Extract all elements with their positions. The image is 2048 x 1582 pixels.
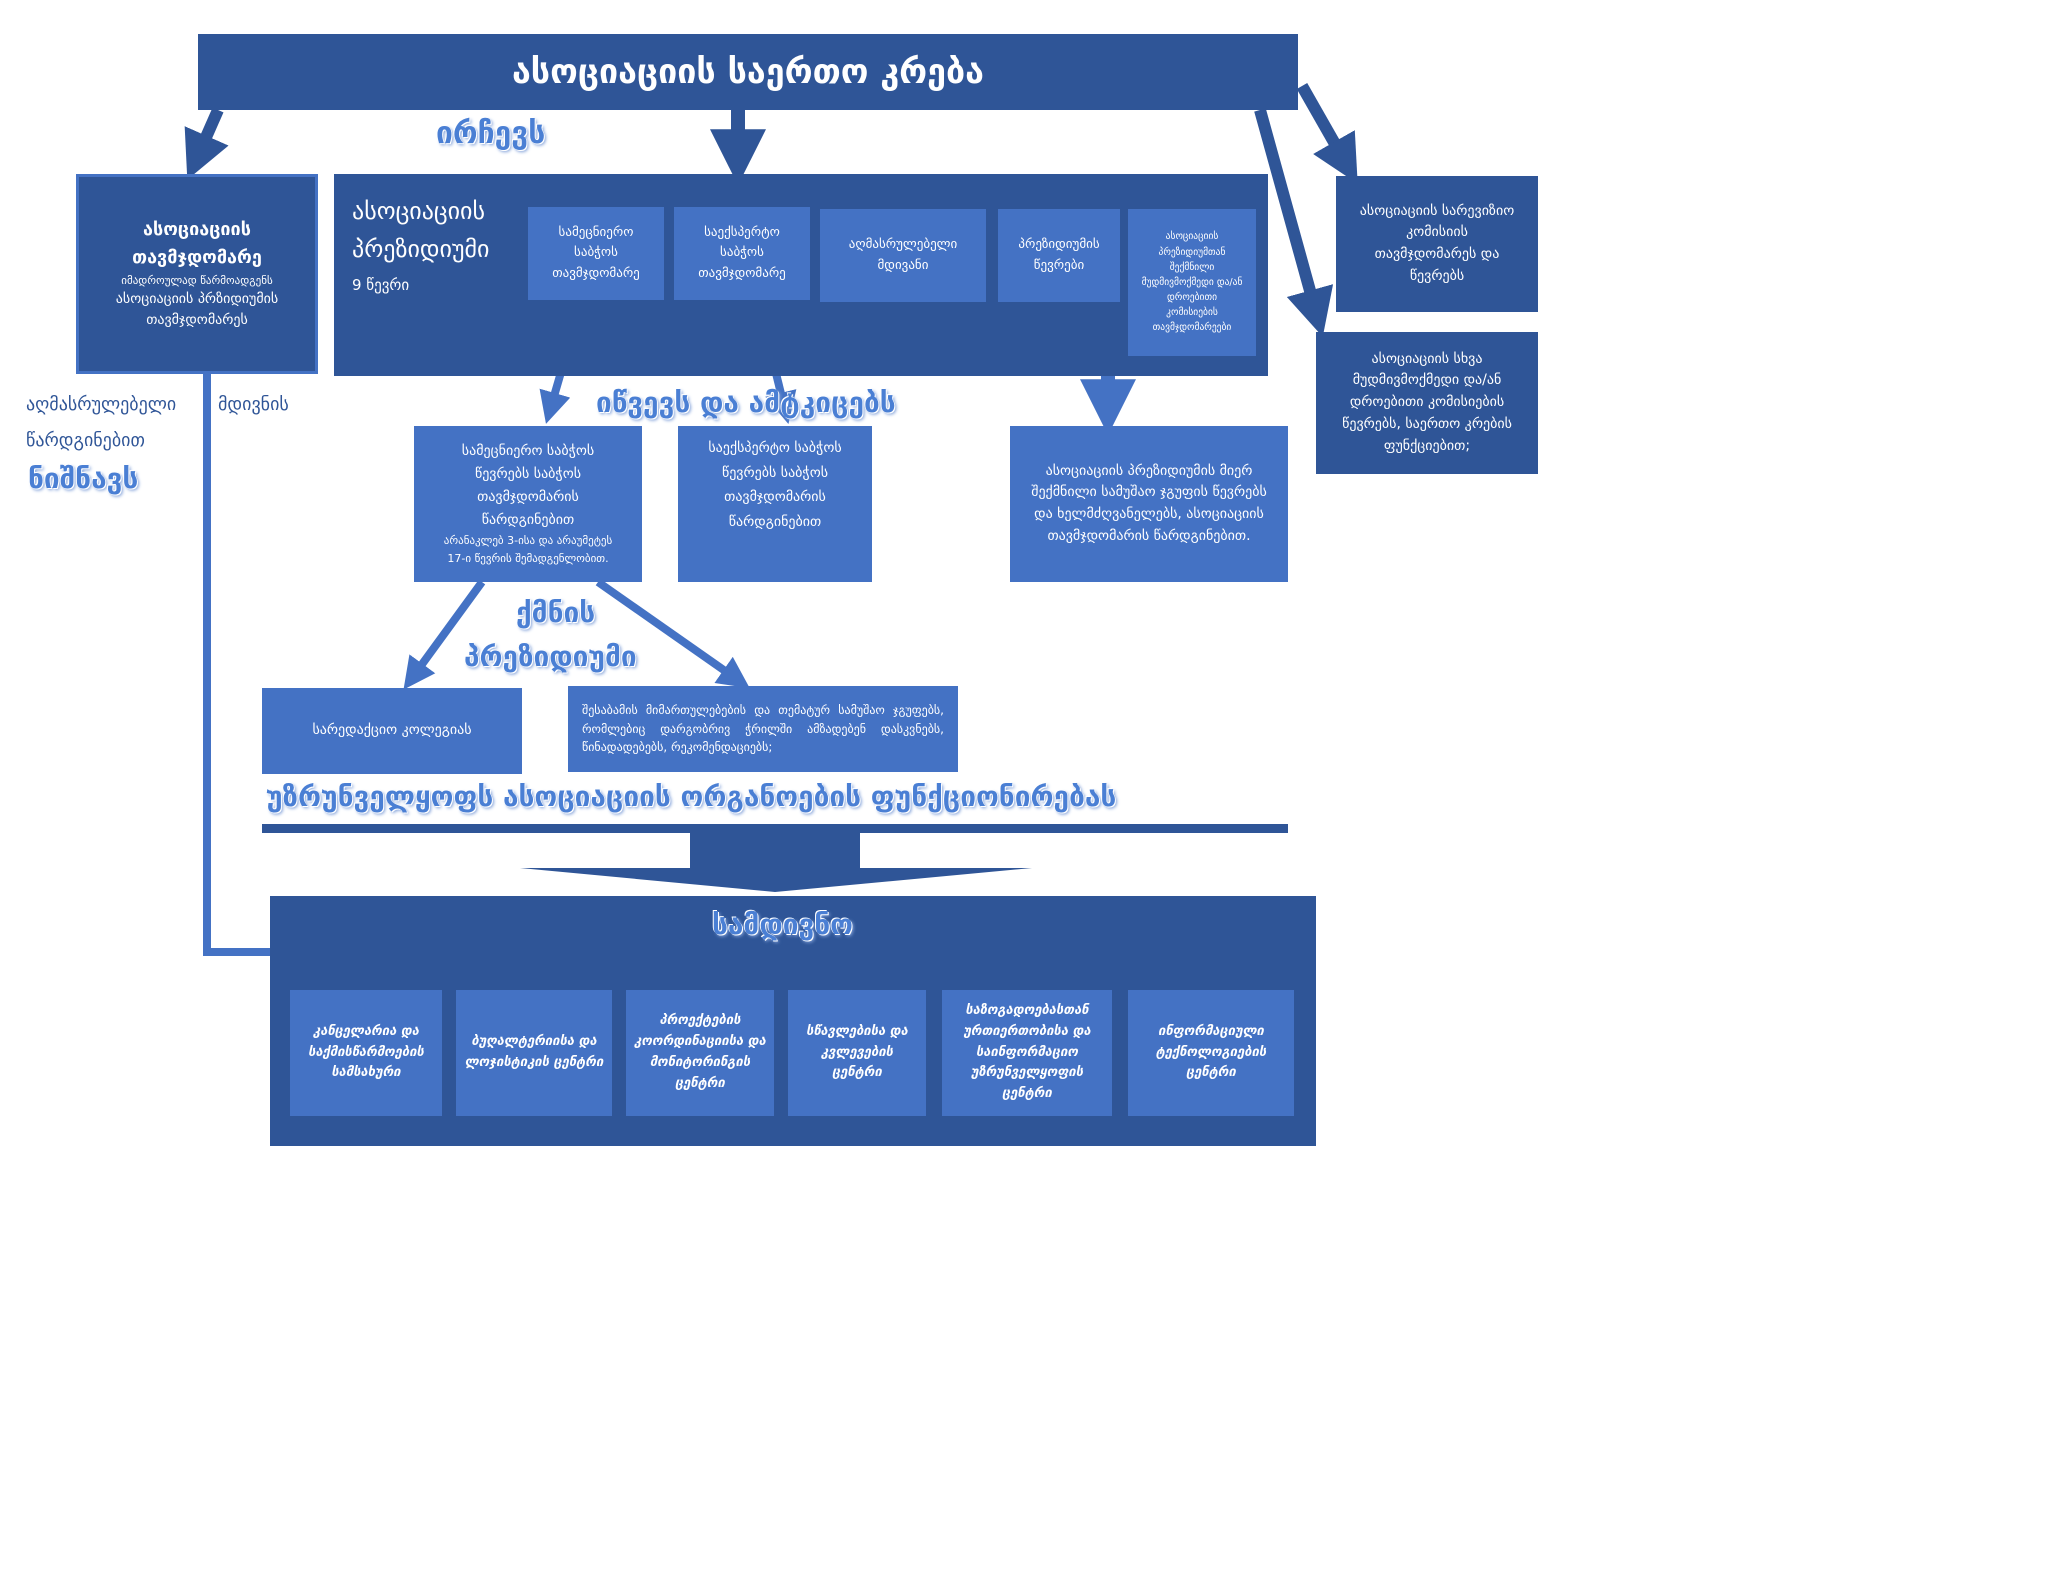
presidium-title-line1: ასოციაციის [352,197,486,225]
thematic-groups-box: შესაბამის მიმართულებების და თემატურ სამუ… [568,686,958,772]
scientific-line2: წევრებს საბჭოს [474,465,582,482]
secretariat-title: სამდივნო [712,908,853,941]
appoint-note-part2: მდივნის [218,394,289,415]
appoint-note-part1: აღმასრულებელი [26,394,177,415]
chairman-box: ასოციაციის თავმჯდომარე იმადროულად წარმოა… [76,174,318,374]
presidium-title: ასოციაციის პრეზიდიუმი 9 წევრი [352,192,489,297]
elects-label: ირჩევს [436,116,546,151]
chairman-title-line2: თავმჯდომარე [132,246,262,268]
ensures-label: უზრუნველყოფს ასოციაციის ორგანოების ფუნქც… [266,780,1117,813]
other-commissions-box: ასოციაციის სხვა მუდმივმოქმედი და/ან დროე… [1316,332,1538,474]
chairman-title-line1: ასოციაციის [143,218,251,240]
scientific-note2: 17-ი წევრის შემადგენლობით. [447,552,609,566]
appoint-note-part3: წარდგინებით [26,430,145,451]
scientific-council-box: სამეცნიერო საბჭოს წევრებს საბჭოს თავმჯდო… [414,426,642,582]
general-assembly-title: ასოციაციის საერთო კრება [511,51,984,92]
presidium-cell-commission-chairs: ასოციაციის პრეზიდიუმთან შექმნილი მუდმივმ… [1128,209,1256,356]
arrow-to-thematic [595,578,750,689]
presidium-members: 9 წევრი [352,275,410,294]
presidium-cell-scientific-chair: სამეცნიერო საბჭოს თავმჯდომარე [528,207,664,300]
ensures-bar [262,824,1288,833]
secretariat-unit-it: ინფორმაციული ტექნოლოგიების ცენტრი [1128,990,1294,1116]
arrow-to-editorial [403,579,486,690]
chairman-desc-line2: ასოციაციის პრზიდიუმის [115,290,279,307]
presidium-label: პრეზიდიუმი [464,640,637,673]
appoint-note: აღმასრულებელი მდივნის [26,394,289,415]
workgroups-box: ასოციაციის პრეზიდიუმის მიერ შექმნილი სამ… [1010,426,1288,582]
selects-confirms-label: იწვევს და ამტკიცებს [596,386,896,419]
scientific-line1: სამეცნიერო საბჭოს [461,442,595,459]
secretariat-unit-education: სწავლებისა და კვლევების ცენტრი [788,990,926,1116]
chairman-desc-line3: თავმჯდომარეს [146,312,248,329]
creates-label: ქმნის [516,596,596,629]
secretariat-unit-chancellery: კანცელარია და საქმისწარმოების სამსახური [290,990,442,1116]
secretariat-unit-accounting: ბუღალტერიისა და ლოჯისტიკის ცენტრი [456,990,612,1116]
editorial-board-box: სარედაქციო კოლეგიას [262,688,522,774]
chairman-desc-line1: იმადროულად წარმოადგენს [121,273,273,287]
secretariat-unit-public-relations: საზოგადოებასთან ურთიერთობისა და საინფორმ… [942,990,1112,1116]
general-assembly-box: ასოციაციის საერთო კრება [198,34,1298,110]
expert-council-box: საექსპერტო საბჭოს წევრებს საბჭოს თავმჯდო… [678,426,872,582]
secretariat-unit-projects: პროექტების კოორდინაციისა და მონიტორინგის… [626,990,774,1116]
arrow-to-other-commissions [1254,108,1334,337]
audit-commission-box: ასოციაციის სარევიზიო კომისიის თავმჯდომარ… [1336,176,1538,312]
scientific-note1: არანაკლებ 3-ისა და არაუმეტეს [443,534,613,548]
scientific-line4: წარდგინებით [481,511,575,528]
scientific-line3: თავმჯდომარის [477,488,579,505]
appoints-label: ნიშნავს [28,462,139,495]
presidium-cell-members: პრეზიდიუმის წევრები [998,209,1120,302]
presidium-title-line2: პრეზიდიუმი [352,235,490,264]
big-down-arrow [520,833,1032,892]
presidium-cell-expert-chair: საექსპერტო საბჭოს თავმჯდომარე [674,207,810,300]
presidium-cell-executive-secretary: აღმასრულებელი მდივანი [820,209,986,302]
arrow-to-chairman [184,107,229,180]
arrow-to-audit [1296,83,1358,184]
